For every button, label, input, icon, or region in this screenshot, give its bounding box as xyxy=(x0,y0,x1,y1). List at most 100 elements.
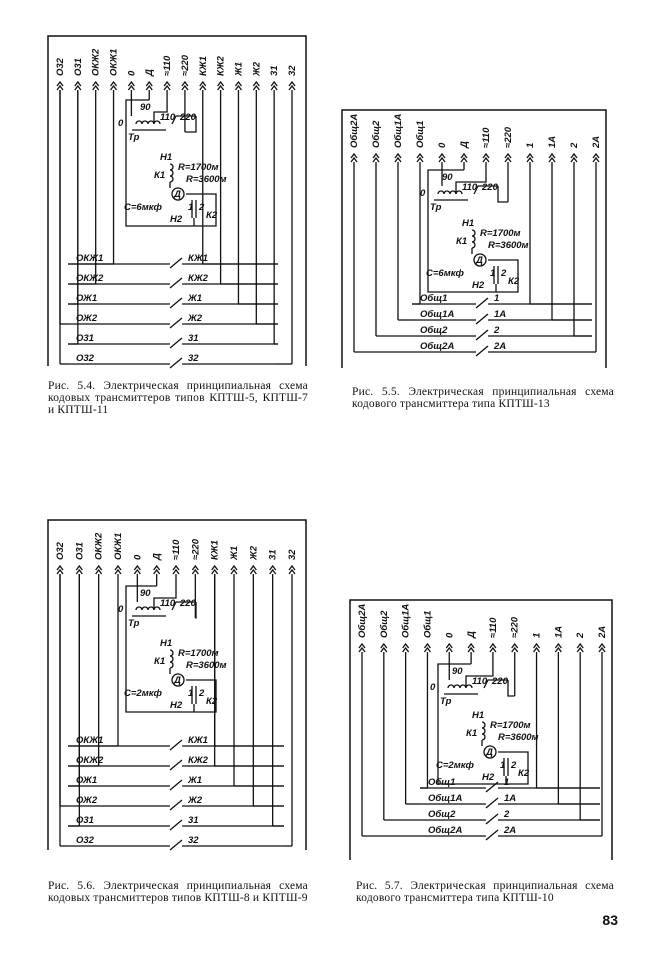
motor-circle xyxy=(171,187,185,201)
terminal-chevron xyxy=(211,564,219,571)
transformer-label: Тр xyxy=(430,202,442,213)
wire xyxy=(473,185,498,195)
terminal-label: 31 xyxy=(269,65,280,76)
contact-switch xyxy=(475,329,489,341)
terminal-chevron xyxy=(249,564,257,571)
pair-label-right: КЖ1 xyxy=(188,735,208,746)
terminal-chevron xyxy=(75,568,83,575)
terminal-label: Д xyxy=(466,631,477,639)
transformer-winding xyxy=(147,120,155,125)
terminal-chevron xyxy=(181,84,189,91)
terminal-label: О32 xyxy=(55,57,66,76)
capacitor-label: С=2мкф xyxy=(124,688,163,699)
pair-label-left: ОЖ2 xyxy=(76,313,98,324)
contact-switch xyxy=(169,739,183,751)
terminal-chevron xyxy=(92,84,100,91)
pair-label-right: 2 xyxy=(493,325,500,336)
wire xyxy=(427,206,519,293)
tap-220: 220 xyxy=(179,598,197,609)
terminal-chevron xyxy=(110,84,118,91)
terminal-label: ≈110 xyxy=(488,617,499,638)
terminal-chevron xyxy=(270,84,278,91)
transformer-winding xyxy=(459,684,467,689)
terminal-label: Общ2 xyxy=(371,120,382,148)
frame xyxy=(47,35,307,366)
terminal-label: КЖ2 xyxy=(216,55,227,76)
coil xyxy=(169,649,174,657)
terminal-label: 2А xyxy=(597,626,608,639)
transformer-winding xyxy=(443,190,451,195)
terminal-chevron xyxy=(191,564,199,571)
terminal-label: 2 xyxy=(569,142,580,149)
terminal-label: ОКЖ2 xyxy=(91,48,102,76)
tap-90: 90 xyxy=(140,102,151,113)
terminal-label: 0 xyxy=(126,70,137,76)
motor-label: Д xyxy=(173,675,181,686)
terminal-chevron xyxy=(234,84,242,91)
coil-h1: Н1 xyxy=(160,152,172,163)
coil xyxy=(169,169,174,177)
tap-0: 0 xyxy=(420,188,426,199)
pair-label-left: Общ2 xyxy=(420,325,448,336)
wire xyxy=(195,602,197,619)
wire xyxy=(483,679,508,689)
terminal-chevron xyxy=(172,564,180,571)
terminal-chevron xyxy=(526,152,534,159)
terminal-chevron xyxy=(191,568,199,575)
terminal-label: 32 xyxy=(287,549,298,560)
wire xyxy=(465,670,494,688)
terminal-chevron xyxy=(467,646,475,653)
caption-5-4: Рис. 5.4. Электрическая принципиальная с… xyxy=(48,380,308,416)
terminal-chevron xyxy=(74,84,82,91)
contact-switch xyxy=(169,759,183,771)
terminal-chevron xyxy=(234,80,242,87)
transformer-label: Тр xyxy=(128,618,140,629)
motor-circle xyxy=(171,673,185,687)
tap-110: 110 xyxy=(160,598,176,609)
coil-h2: Н2 xyxy=(472,280,485,291)
terminal-label: 2А xyxy=(591,136,602,149)
pair-label-right: 31 xyxy=(188,815,199,826)
pair-label-right: 32 xyxy=(188,835,199,846)
pair-label-left: Общ1 xyxy=(420,293,447,304)
terminal-chevron xyxy=(56,80,64,87)
terminal-chevron xyxy=(350,156,358,163)
motor-circle xyxy=(483,745,497,759)
terminal-chevron xyxy=(533,642,541,649)
terminal-chevron xyxy=(249,568,257,575)
terminal-chevron xyxy=(533,646,541,653)
terminal-chevron xyxy=(445,646,453,653)
terminal-chevron xyxy=(95,564,103,571)
caption-5-5: Рис. 5.5. Электрическая принципиальная с… xyxy=(352,386,614,410)
coil-h1: Н1 xyxy=(462,218,474,229)
pair-label-right: 2А xyxy=(503,825,516,836)
cap-2: 2 xyxy=(198,202,205,213)
frame xyxy=(349,599,613,860)
pair-label-right: КЖ1 xyxy=(188,253,208,264)
terminal-chevron xyxy=(372,152,380,159)
contact-switch xyxy=(169,337,183,349)
pair-label-right: 2А xyxy=(493,341,506,352)
coil xyxy=(169,175,174,183)
motor-circle xyxy=(473,253,487,267)
contact-switch xyxy=(485,829,499,841)
wire xyxy=(497,186,508,203)
terminal-label: ≈220 xyxy=(180,54,191,76)
wire xyxy=(455,176,487,194)
cap-1: 1 xyxy=(188,202,193,213)
transformer-winding xyxy=(453,684,461,689)
terminal-chevron xyxy=(548,156,556,163)
cap-2: 2 xyxy=(510,760,517,771)
terminal-chevron xyxy=(570,156,578,163)
wire xyxy=(171,115,196,125)
terminal-chevron xyxy=(482,152,490,159)
terminal-label: 32 xyxy=(287,65,298,76)
contact-switch xyxy=(485,797,499,809)
tap-90: 90 xyxy=(442,172,453,183)
terminal-chevron xyxy=(199,84,207,91)
pair-label-left: Общ1 xyxy=(428,777,455,788)
coil xyxy=(169,163,174,171)
transformer-winding xyxy=(135,120,143,125)
